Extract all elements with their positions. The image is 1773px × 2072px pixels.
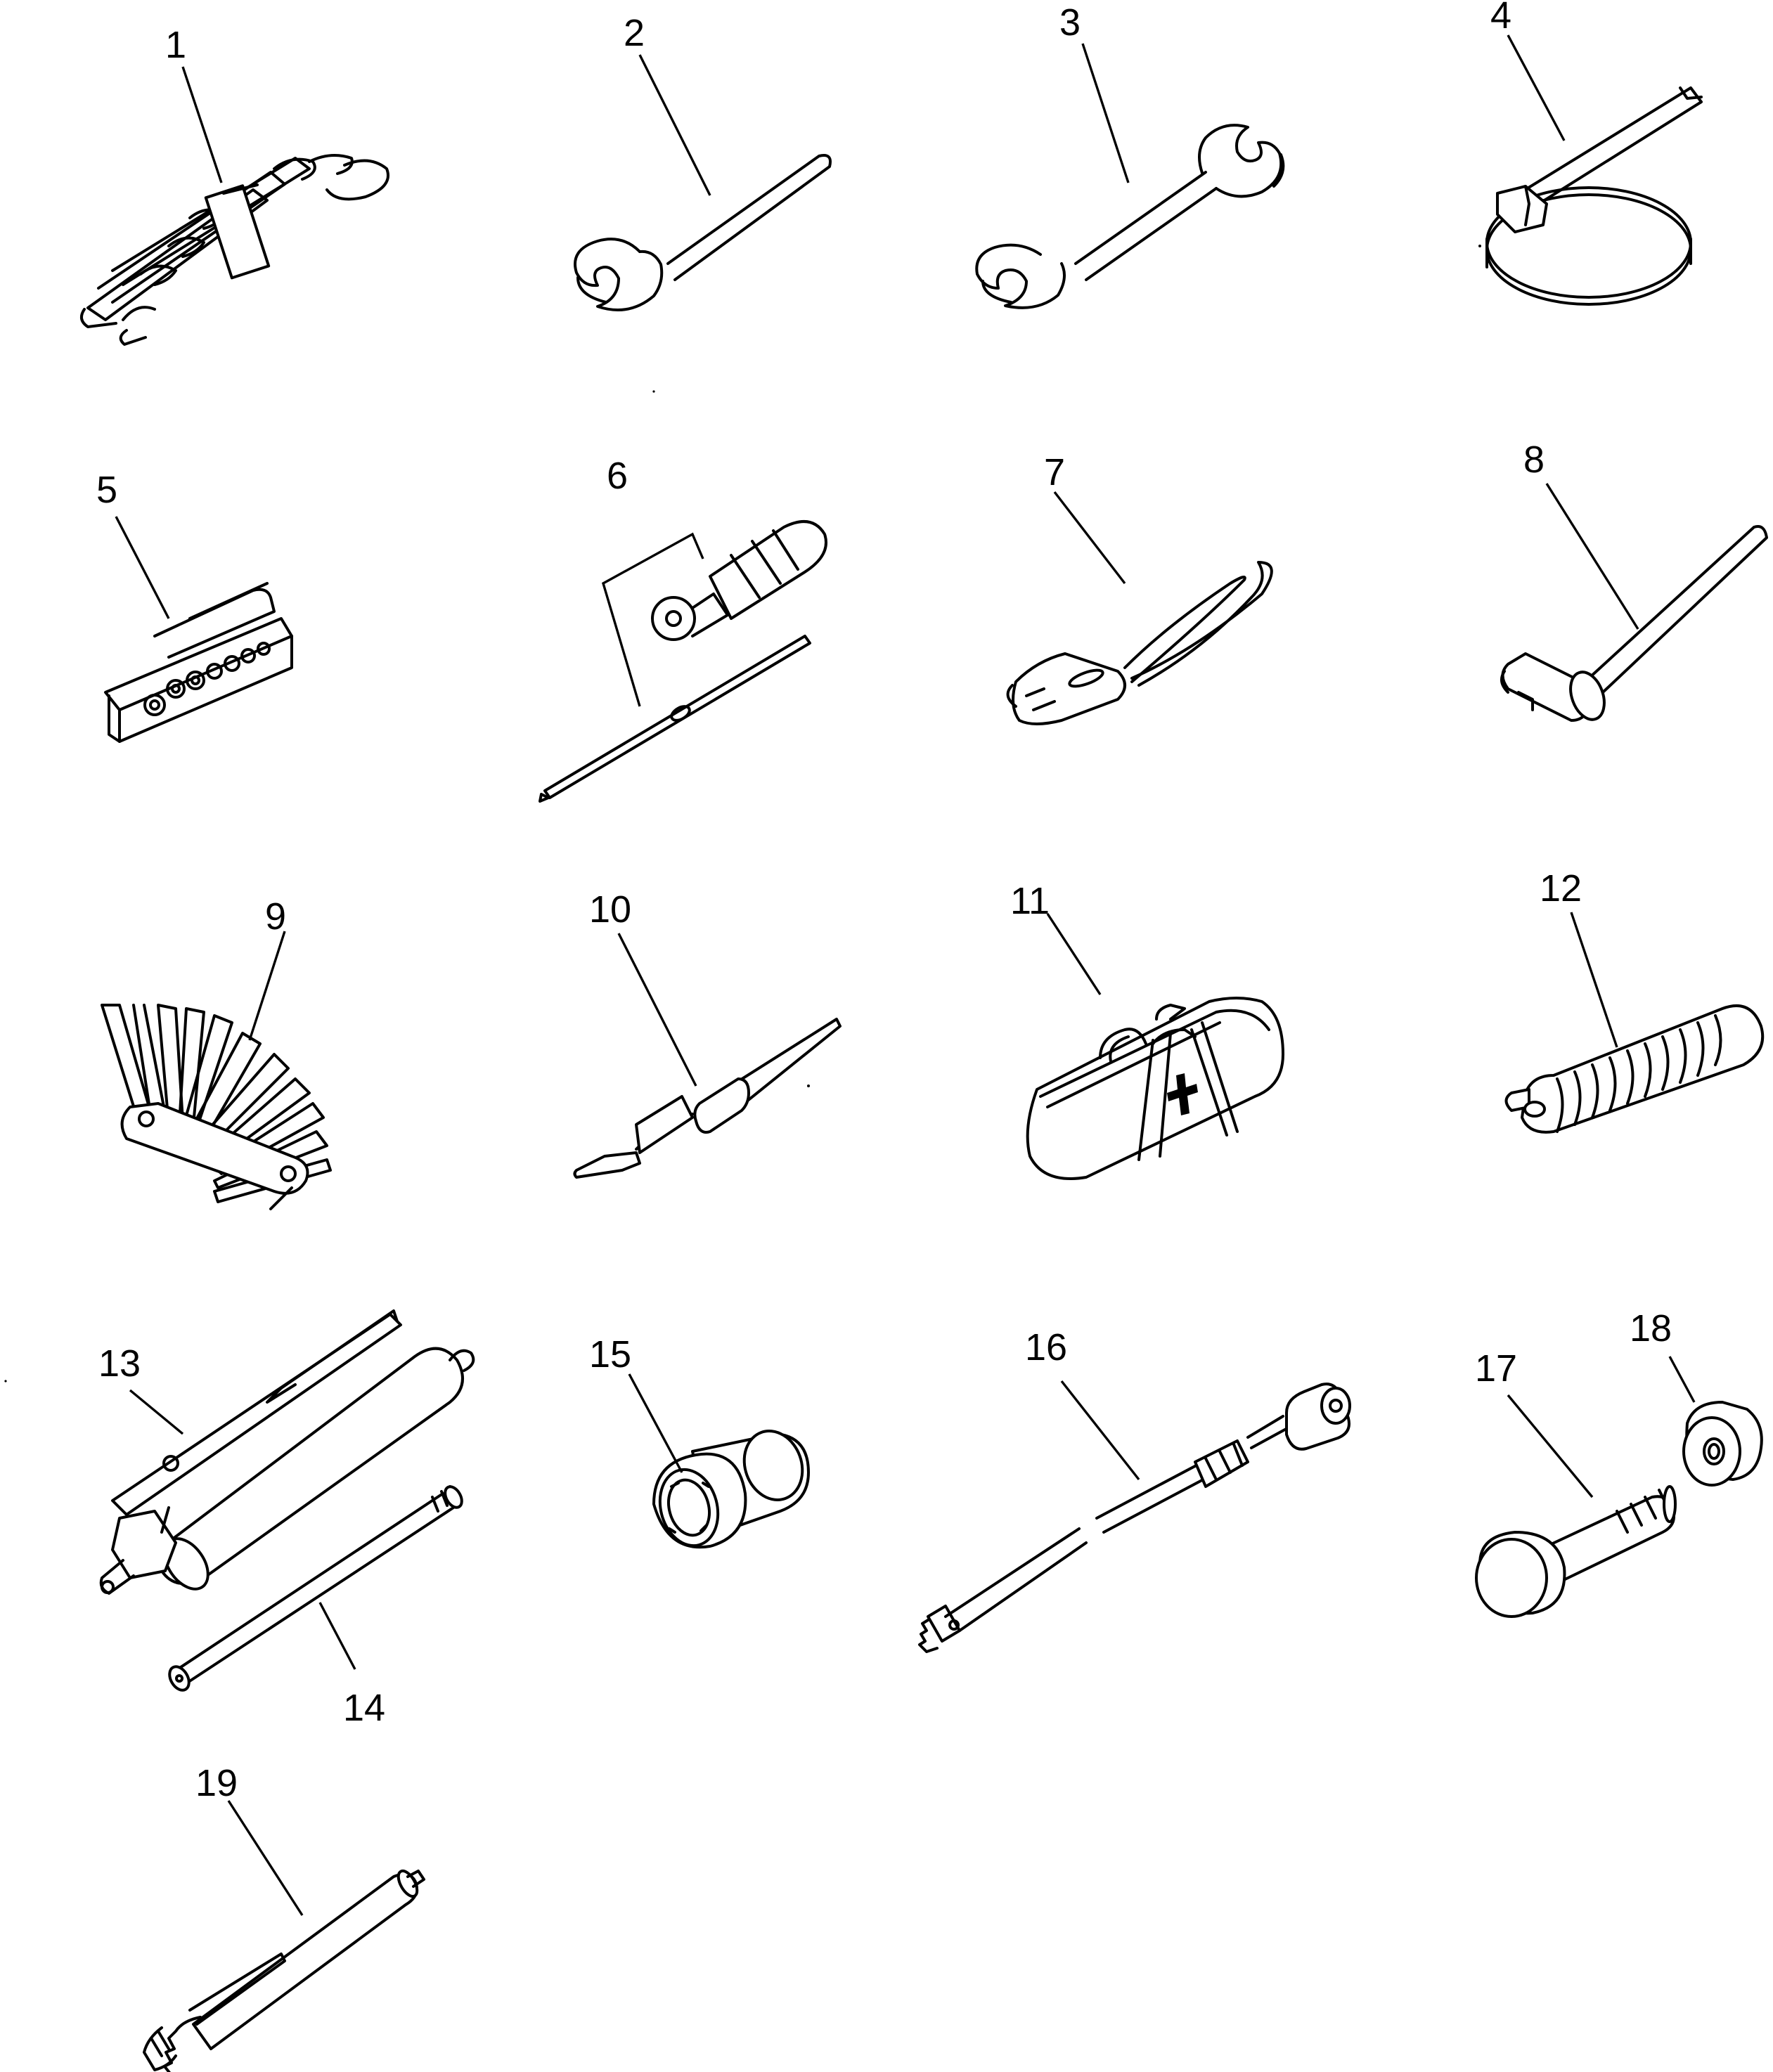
part-13-grease-gun [99, 1309, 475, 1595]
part-5-leader [115, 516, 170, 619]
part-7-leader [1053, 491, 1126, 585]
part-18-leader [1668, 1356, 1696, 1403]
part-16-grease-hose [918, 1383, 1351, 1653]
part-2-label: 2 [624, 12, 645, 54]
part-14-label: 14 [343, 1687, 385, 1729]
part-2-open-wrench [574, 154, 832, 311]
part-18-coupler [1682, 1401, 1763, 1487]
part-17-leader [1507, 1394, 1594, 1498]
part-19-label: 19 [195, 1762, 238, 1804]
part-4-filter-wrench [1478, 86, 1703, 306]
part-8-hammer [1500, 525, 1768, 722]
part-3-leader [1081, 43, 1130, 183]
part-8-leader [1545, 483, 1639, 630]
part-14-leader [318, 1602, 356, 1670]
part-4-label: 4 [1490, 0, 1511, 37]
part-15-leader [628, 1373, 683, 1473]
part-12-leader [1570, 912, 1618, 1048]
part-16-label: 16 [1025, 1326, 1067, 1368]
part-6-leader [601, 532, 704, 707]
part-10-leader [617, 933, 697, 1087]
speck [4, 1380, 7, 1383]
part-11-tool-bag [1026, 997, 1284, 1180]
part-12-boot [1504, 1004, 1765, 1134]
part-13-label: 13 [98, 1342, 141, 1385]
part-9-leader [248, 931, 286, 1041]
part-3-double-wrench [975, 124, 1285, 309]
part-1-leader [181, 66, 223, 183]
part-12-label: 12 [1540, 867, 1582, 909]
part-14-extension-pipe [168, 1485, 463, 1692]
part-9-label: 9 [265, 895, 286, 938]
part-17-label: 17 [1475, 1347, 1517, 1390]
part-1-label: 1 [165, 24, 186, 66]
part-15-socket [652, 1430, 810, 1549]
part-8-label: 8 [1523, 439, 1545, 481]
part-6-screwdriver [539, 520, 827, 803]
part-10-scraper [573, 1018, 842, 1179]
part-9-feeler-gauge [101, 1004, 332, 1210]
part-6-label: 6 [607, 455, 628, 497]
part-5-label: 5 [96, 469, 117, 511]
part-2-leader [638, 54, 711, 196]
part-11-leader [1046, 913, 1102, 995]
part-10-label: 10 [589, 888, 631, 931]
part-5-socket-case [104, 582, 293, 743]
part-11-label: 11 [1010, 880, 1050, 922]
part-18-label: 18 [1630, 1307, 1672, 1349]
part-19-leader [227, 1800, 304, 1916]
part-7-label: 7 [1044, 451, 1065, 493]
part-3-label: 3 [1059, 1, 1081, 44]
part-17-adapter [1475, 1485, 1677, 1618]
part-13-leader [129, 1389, 184, 1435]
part-4-leader [1507, 34, 1566, 141]
speck [652, 390, 655, 393]
part-15-label: 15 [589, 1333, 631, 1375]
part-1-wrench-set [80, 154, 389, 346]
part-19-nozzle [143, 1869, 425, 2072]
part-7-pliers [1006, 561, 1273, 725]
part-16-leader [1060, 1380, 1140, 1481]
